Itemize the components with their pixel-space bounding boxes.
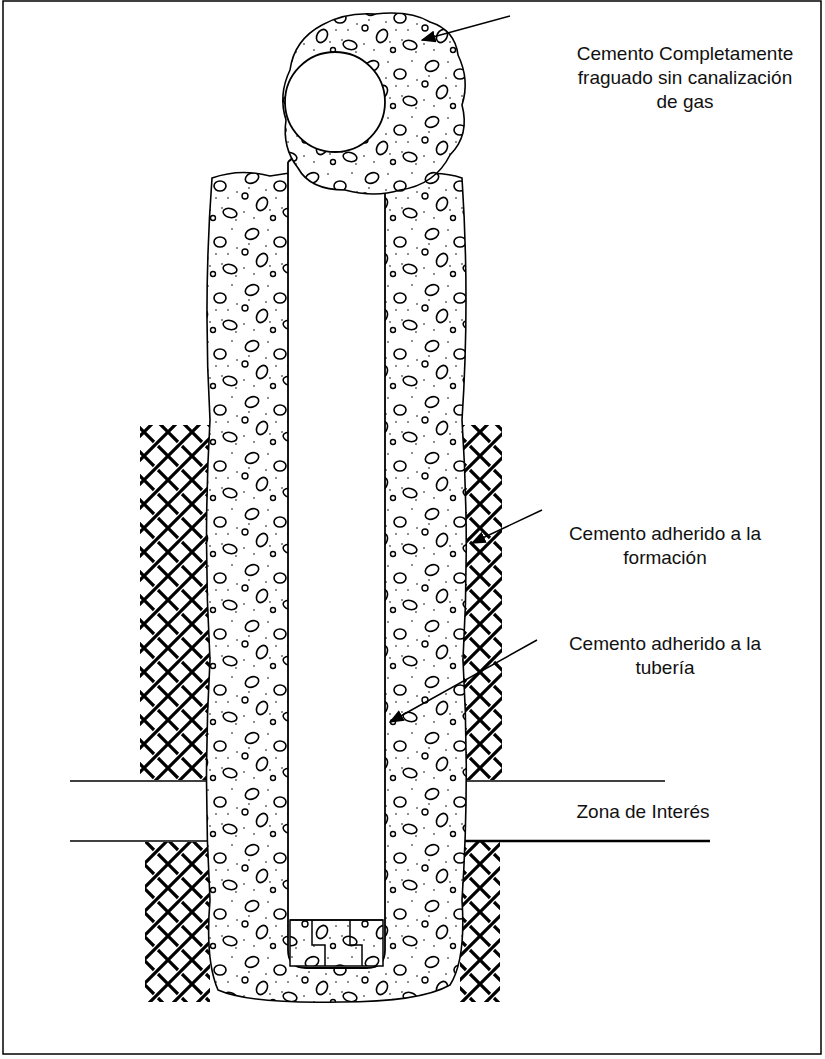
casing-pipe: [288, 162, 385, 968]
leader-arrow: [390, 16, 542, 722]
float-shoe: [290, 920, 383, 966]
callout-label: Cemento Completamente fraguado sin canal…: [565, 42, 805, 114]
frame: [3, 1, 821, 1054]
formation-hatch: [140, 425, 210, 780]
callout-label: Cemento adherido a la tubería: [545, 632, 785, 680]
zone-label: Zona de Interés: [548, 800, 738, 824]
casing-cross-section: [285, 52, 385, 152]
formation-hatch: [145, 842, 210, 1002]
formation-hatch: [460, 842, 500, 1002]
cement-cross-section: [283, 13, 465, 194]
callout-label: Cemento adherido a la formación: [545, 522, 785, 570]
